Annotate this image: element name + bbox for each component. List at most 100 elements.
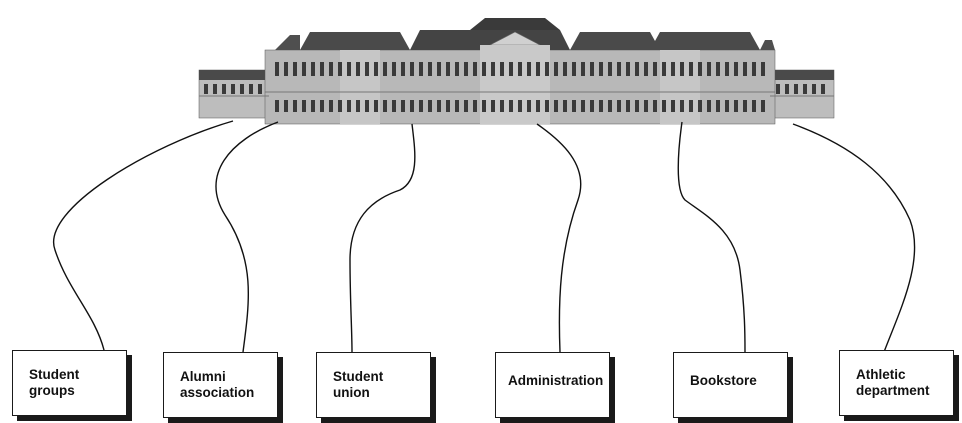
window	[473, 62, 477, 76]
connector-lines	[52, 120, 916, 353]
window	[275, 62, 279, 76]
building-windows	[204, 62, 825, 112]
window	[437, 62, 441, 76]
window	[608, 100, 612, 112]
window	[698, 62, 702, 76]
window	[653, 100, 657, 112]
window	[554, 62, 558, 76]
window	[311, 100, 315, 112]
window	[671, 100, 675, 112]
window	[446, 100, 450, 112]
window	[752, 62, 756, 76]
window	[392, 62, 396, 76]
window	[554, 100, 558, 112]
window	[482, 100, 486, 112]
window	[419, 62, 423, 76]
window	[518, 100, 522, 112]
window	[455, 62, 459, 76]
window	[653, 62, 657, 76]
window	[572, 100, 576, 112]
box-face: Student union	[316, 352, 431, 418]
window	[240, 84, 244, 94]
window	[258, 84, 262, 94]
window	[680, 62, 684, 76]
window	[734, 62, 738, 76]
window	[635, 100, 639, 112]
window	[644, 62, 648, 76]
box-label-alumni-association: Alumni association	[180, 369, 255, 400]
box-student-union: Student union	[316, 352, 436, 423]
window	[293, 100, 297, 112]
window	[536, 100, 540, 112]
window	[509, 100, 513, 112]
window	[821, 84, 825, 94]
window	[231, 84, 235, 94]
connector-administration	[536, 123, 582, 353]
window	[347, 100, 351, 112]
window	[500, 100, 504, 112]
window	[365, 62, 369, 76]
window	[761, 62, 765, 76]
window	[284, 100, 288, 112]
window	[776, 84, 780, 94]
window	[545, 100, 549, 112]
window	[356, 62, 360, 76]
box-student-groups: Student groups	[12, 350, 132, 421]
window	[320, 100, 324, 112]
window	[644, 100, 648, 112]
window	[437, 100, 441, 112]
window	[716, 100, 720, 112]
window	[401, 62, 405, 76]
window	[743, 100, 747, 112]
window	[491, 62, 495, 76]
box-face: Administration	[495, 352, 610, 418]
window	[338, 62, 342, 76]
window	[725, 62, 729, 76]
window	[302, 62, 306, 76]
window	[617, 100, 621, 112]
window	[716, 62, 720, 76]
window	[671, 62, 675, 76]
window	[383, 62, 387, 76]
window	[249, 84, 253, 94]
window	[311, 62, 315, 76]
window	[563, 100, 567, 112]
window	[608, 62, 612, 76]
connector-alumni-association	[215, 121, 279, 353]
university-building-image	[198, 18, 835, 125]
window	[599, 100, 603, 112]
window	[590, 62, 594, 76]
box-label-student-groups: Student groups	[29, 367, 80, 398]
connector-athletic-department	[792, 123, 916, 353]
window	[464, 62, 468, 76]
window	[320, 62, 324, 76]
window	[482, 62, 486, 76]
window	[347, 62, 351, 76]
box-administration: Administration	[495, 352, 615, 423]
window	[527, 100, 531, 112]
window	[545, 62, 549, 76]
window	[794, 84, 798, 94]
window	[374, 62, 378, 76]
window	[725, 100, 729, 112]
window	[617, 62, 621, 76]
window	[428, 62, 432, 76]
window	[635, 62, 639, 76]
window	[473, 100, 477, 112]
window	[410, 62, 414, 76]
window	[626, 62, 630, 76]
window	[626, 100, 630, 112]
window	[428, 100, 432, 112]
window	[419, 100, 423, 112]
window	[698, 100, 702, 112]
window	[680, 100, 684, 112]
window	[581, 100, 585, 112]
window	[275, 100, 279, 112]
window	[518, 62, 522, 76]
window	[803, 84, 807, 94]
window	[536, 62, 540, 76]
window	[446, 62, 450, 76]
box-face: Bookstore	[673, 352, 788, 418]
box-label-administration: Administration	[508, 373, 604, 388]
